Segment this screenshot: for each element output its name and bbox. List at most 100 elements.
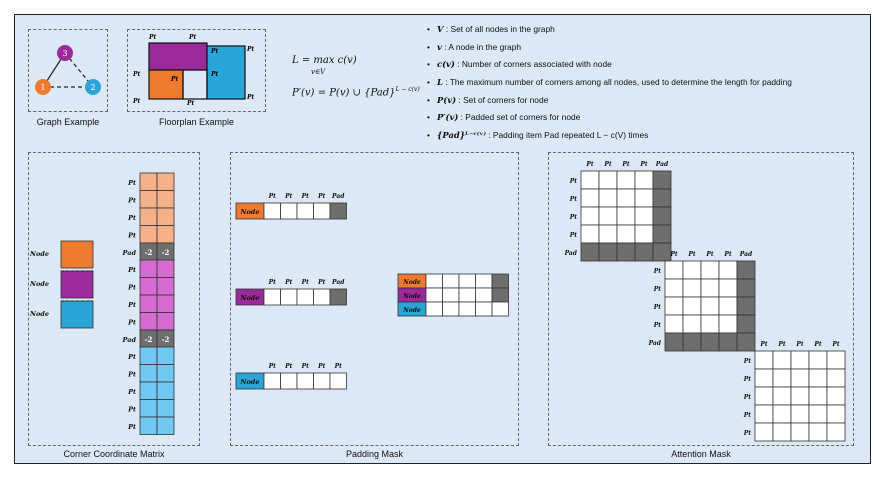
- coordinate-cell: [139, 294, 158, 313]
- formula-max-subscript: v∈V: [311, 68, 326, 76]
- attention-row-label: Pt: [743, 376, 752, 383]
- combined-cell: [458, 287, 476, 303]
- pt-row-label: Pt: [127, 214, 136, 222]
- mask-node-label: Node: [240, 294, 260, 302]
- coordinate-cell: [156, 190, 175, 209]
- node-block: [60, 240, 94, 269]
- mask-cell: [263, 202, 281, 220]
- attention-pad-cell: [736, 314, 756, 334]
- mask-node-label: Node: [240, 208, 260, 216]
- graph-node-1: [35, 79, 51, 95]
- attention-pad-cell: [682, 332, 702, 352]
- combined-cell: [491, 301, 509, 317]
- pt-row-label: Pt: [127, 301, 136, 309]
- attention-pad-cell: [652, 242, 672, 262]
- attention-cell: [808, 422, 828, 442]
- coordinate-cell: [156, 172, 175, 191]
- attention-cell: [682, 278, 702, 298]
- combined-node-label: Node: [402, 293, 421, 300]
- attention-cell: [718, 278, 738, 298]
- coordinate-cell: [139, 416, 158, 435]
- attention-cell: [700, 260, 720, 280]
- formula-max-corners: L = max c(v): [292, 55, 357, 66]
- pt-row-label: Pt: [127, 353, 136, 361]
- combined-cell: [425, 287, 443, 303]
- combined-cell: [425, 301, 443, 317]
- attention-cell: [808, 386, 828, 406]
- attention-row-label: Pt: [743, 394, 752, 401]
- attention-cell: [616, 170, 636, 190]
- attention-cell: [772, 386, 792, 406]
- mask-col-label: Pt: [317, 363, 326, 370]
- attention-col-label: Pt: [777, 341, 786, 348]
- mask-col-label: Pt: [268, 363, 277, 370]
- node-label: Node: [29, 250, 49, 258]
- attention-cell: [754, 422, 774, 442]
- attention-cell: [700, 296, 720, 316]
- coordinate-cell: [139, 381, 158, 400]
- pad-value: -2: [145, 335, 153, 344]
- corner-matrix-caption: Corner Coordinate Matrix: [63, 449, 165, 459]
- mask-col-label: Pad: [331, 279, 345, 286]
- attention-pad-cell: [580, 242, 600, 262]
- attention-pad-cell: [598, 242, 618, 262]
- mask-col-label: Pt: [301, 193, 310, 200]
- padding-mask-box: [230, 152, 519, 446]
- attention-cell: [790, 422, 810, 442]
- coordinate-cell: [139, 172, 158, 191]
- pt-row-label: Pt: [127, 423, 136, 431]
- attention-cell: [598, 170, 618, 190]
- mask-cell: [313, 202, 331, 220]
- mask-cell: [313, 288, 331, 306]
- svg-text:3: 3: [62, 49, 67, 58]
- attention-row-label: Pt: [743, 358, 752, 365]
- combined-cell: [475, 287, 493, 303]
- attention-cell: [634, 170, 654, 190]
- svg-text:Pt: Pt: [186, 100, 195, 107]
- coordinate-cell: [156, 416, 175, 435]
- attention-cell: [598, 206, 618, 226]
- combined-cell: [475, 273, 493, 289]
- floorplan-example-box: [127, 29, 266, 112]
- attention-col-label: Pt: [687, 251, 696, 258]
- corner-matrix-box: [28, 152, 200, 446]
- attention-cell: [772, 350, 792, 370]
- coordinate-cell: [139, 225, 158, 244]
- attention-cell: [580, 170, 600, 190]
- pt-row-label: Pt: [127, 406, 136, 414]
- coordinate-cell: [139, 207, 158, 226]
- attention-row-label: Pt: [569, 232, 578, 239]
- attention-pad-cell: [664, 332, 684, 352]
- attention-cell: [700, 314, 720, 334]
- attention-cell: [826, 368, 846, 388]
- attention-col-label: Pt: [795, 341, 804, 348]
- attention-col-label: Pt: [759, 341, 768, 348]
- coordinate-cell: [139, 346, 158, 365]
- attention-cell: [754, 350, 774, 370]
- attention-cell: [754, 386, 774, 406]
- attention-cell: [718, 296, 738, 316]
- combined-cell: [475, 301, 493, 317]
- pad-value: -2: [162, 248, 170, 257]
- pad-row-label: Pad: [122, 336, 137, 344]
- attention-cell: [634, 188, 654, 208]
- graph-node-3: [57, 45, 73, 61]
- floorplan-example-caption: Floorplan Example: [158, 117, 235, 127]
- mask-cell: [329, 372, 347, 390]
- pt-row-label: Pt: [127, 179, 136, 187]
- attention-pad-cell: [736, 278, 756, 298]
- coordinate-cell: [156, 207, 175, 226]
- combined-cell: [442, 273, 460, 289]
- combined-cell: [442, 301, 460, 317]
- attention-cell: [580, 224, 600, 244]
- attention-cell: [790, 404, 810, 424]
- definition-item: •v : A node in the graph: [427, 42, 522, 52]
- attention-row-label: Pt: [743, 412, 752, 419]
- coordinate-cell: [156, 381, 175, 400]
- coordinate-cell: [156, 312, 175, 331]
- pt-row-label: Pt: [127, 232, 136, 240]
- attention-row-label: Pt: [653, 286, 662, 293]
- attention-col-label: Pad: [655, 161, 669, 168]
